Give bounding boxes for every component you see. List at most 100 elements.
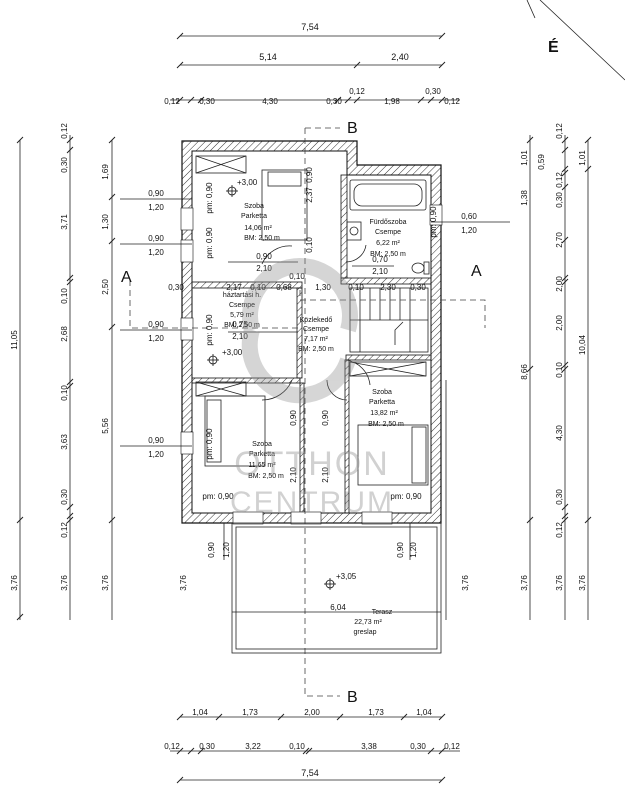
room-szoba1-floor: Parketta xyxy=(241,213,267,220)
pm-sz1-b: pm: 0,90 xyxy=(205,227,214,259)
section-b-bottom: B xyxy=(347,689,358,706)
door-sz3-width: 0,90 xyxy=(289,410,298,426)
room-terrace-area: 22,73 m² xyxy=(354,619,382,626)
dim-left-terrace-inner: 3,76 xyxy=(179,575,188,591)
room-szoba3-name: Szoba xyxy=(252,441,272,448)
win-sz3-height: 1,20 xyxy=(148,450,164,459)
dim-bottom-r1-4: 1,04 xyxy=(416,708,432,717)
dim-right-c1-3: 2,70 xyxy=(555,232,564,248)
room-szoba1-area: 14,06 m² xyxy=(244,225,272,232)
win-sz3-bottom-width: 0,90 xyxy=(207,542,216,558)
dim-right-c4-1: 3,76 xyxy=(520,575,529,591)
dim-right-c1-2: 1,38 xyxy=(520,190,529,206)
room-terrace-name: Terasz xyxy=(372,609,393,616)
door-hh-width: 0,75 xyxy=(232,320,248,329)
terrace xyxy=(231,522,442,654)
room-szoba1-bm: BM: 2,50 m xyxy=(244,235,280,242)
dim-top-r3-7: 0,12 xyxy=(444,97,460,106)
dim-bottom-r2-1: 0,30 xyxy=(199,742,215,751)
left-dimensions xyxy=(16,135,116,621)
win-hh-width: 0,90 xyxy=(148,320,164,329)
dim-bottom-r2-4: 3,38 xyxy=(361,742,377,751)
int-dim-2: 0,68 xyxy=(276,283,292,292)
dim-right-c2-0: 0,59 xyxy=(537,154,546,170)
pm-furdo: pm: 0,90 xyxy=(429,206,438,238)
win-furdo-height: 1,20 xyxy=(461,226,477,235)
dim-right-c2-4: 0,10 xyxy=(555,362,564,378)
dim-top-r2-a: 5,14 xyxy=(259,52,277,62)
level-marker-1: +3,00 xyxy=(237,178,258,187)
dim-left-c2-8: 0,12 xyxy=(60,522,69,538)
room-furdo-bm: BM: 2,50 m xyxy=(370,251,406,258)
room-labels: Szoba Parketta 14,06 m² BM: 2,50 m Fürdő… xyxy=(223,203,407,480)
dim-left-c3-4: 3,76 xyxy=(101,575,110,591)
dim-bottom-r2-6: 0,12 xyxy=(444,742,460,751)
room-szoba2-area: 13,82 m² xyxy=(370,410,398,417)
building-walls xyxy=(180,140,443,525)
dim-left-c2-4: 2,68 xyxy=(60,326,69,342)
dim-top-r3-2: 4,30 xyxy=(262,97,278,106)
section-b-top: B xyxy=(347,120,358,137)
door-sz3-height: 2,10 xyxy=(289,467,298,483)
fixtures xyxy=(195,155,430,486)
pm-hh: pm: 0,90 xyxy=(205,314,214,346)
dim-top-total: 7,54 xyxy=(301,22,319,32)
room-kozlekedo-bm: BM: 2,50 m xyxy=(298,346,334,353)
win-furdo-width: 0,60 xyxy=(461,212,477,221)
right-dimensions xyxy=(445,135,592,620)
dim-right-c1-8: 3,76 xyxy=(555,575,564,591)
section-a-left: A xyxy=(121,269,132,286)
win-sz2-bottom-width: 0,90 xyxy=(396,542,405,558)
int-dim-0: 2,17 xyxy=(226,283,242,292)
bottom-dimensions xyxy=(170,713,460,784)
dim-right-c1-0: 0,12 xyxy=(555,123,564,139)
dim-left-total: 11,05 xyxy=(10,330,19,350)
win-sz1b-width: 0,90 xyxy=(148,234,164,243)
dim-right-c1-5: 4,30 xyxy=(555,425,564,441)
int-dim-6: 0,30 xyxy=(410,283,426,292)
room-furdo-area: 6,22 m² xyxy=(376,240,400,247)
dim-left-c2-2: 3,71 xyxy=(60,214,69,230)
win-sz2-bottom-height: 1,20 xyxy=(409,542,418,558)
int-dim-5: 2,30 xyxy=(380,283,396,292)
win-hh-height: 1,20 xyxy=(148,334,164,343)
room-szoba3-area: 11,65 m² xyxy=(248,462,276,469)
section-a-right: A xyxy=(471,263,482,280)
pm-sz2: pm: 0,90 xyxy=(390,492,422,501)
room-terrace-floor: greslap xyxy=(354,629,377,636)
dim-right-c1-4: 2,00 xyxy=(555,315,564,331)
dim-top-r3-1: 0,30 xyxy=(199,97,215,106)
watermark-text-line2: CENTRUM xyxy=(230,486,394,519)
win-sz3-width: 0,90 xyxy=(148,436,164,445)
dim-bottom-r1-3: 1,73 xyxy=(368,708,384,717)
room-kozlekedo-floor: Csempe xyxy=(303,326,329,333)
dim-left-c3-2: 2,50 xyxy=(101,279,110,295)
dim-top-r3-0: 0,12 xyxy=(164,97,180,106)
pm-sz3-side: pm: 0,90 xyxy=(205,428,214,460)
room-kozlekedo-area: 7,17 m² xyxy=(304,336,328,343)
dim-right-c2-3: 2,00 xyxy=(555,276,564,292)
dim-right-c3-0: 1,01 xyxy=(578,150,587,166)
level-marker-3: +3,05 xyxy=(336,572,357,581)
int-dim-center: 0,10 xyxy=(289,272,305,281)
dim-bottom-r1-2: 2,00 xyxy=(304,708,320,717)
door-sz2-height: 2,10 xyxy=(321,467,330,483)
dim-bottom-r1-0: 1,04 xyxy=(192,708,208,717)
dim-top-r2-b: 2,40 xyxy=(391,52,409,62)
dim-right-c1-6: 0,30 xyxy=(555,489,564,505)
opening-leaders xyxy=(120,198,510,560)
room-szoba2-bm: BM: 2,50 m xyxy=(368,421,404,428)
room-szoba3-floor: Parketta xyxy=(249,451,275,458)
room-furdo-floor: Csempe xyxy=(375,229,401,236)
room-furdo-name: Fürdőszoba xyxy=(370,219,407,226)
dim-bottom-r2-5: 0,30 xyxy=(410,742,426,751)
dim-right-terrace: 3,76 xyxy=(461,575,470,591)
dim-left-c2-3: 0,10 xyxy=(60,288,69,304)
dim-bottom-total: 7,54 xyxy=(301,768,319,778)
win-sz1-width: 0,90 xyxy=(148,189,164,198)
north-arrow xyxy=(526,0,625,81)
dim-right-c2-1: 0,12 xyxy=(555,172,564,188)
dim-right-c3-1: 10,04 xyxy=(578,334,587,355)
dim-top-r3-3: 0,30 xyxy=(326,97,342,106)
